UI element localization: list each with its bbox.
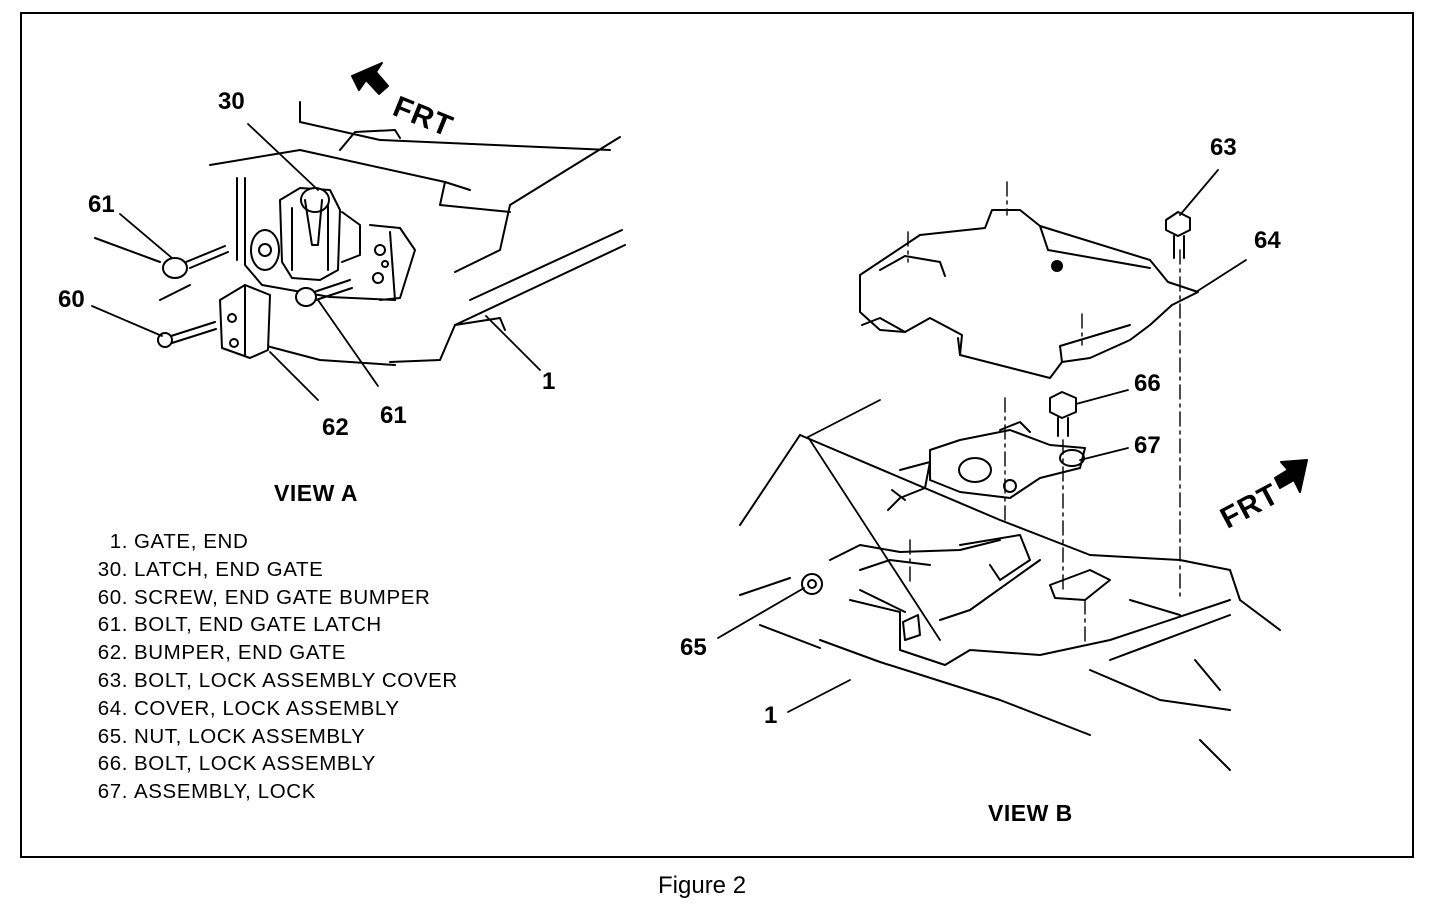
view-b-leader-lines [717, 169, 1247, 713]
screw-end-gate-bumper [157, 321, 217, 348]
bolt-lock-assembly [1049, 391, 1077, 437]
end-gate-lower-outline [739, 434, 1281, 771]
legend-number: 67. [97, 780, 128, 804]
callout-62: 62 [322, 414, 349, 441]
callout-30: 30 [218, 88, 245, 115]
legend-number: 66. [97, 752, 128, 776]
bolt-end-gate-latch-left [162, 245, 229, 279]
latch-end-gate [250, 187, 416, 301]
callout-61-bottom: 61 [380, 402, 407, 429]
callout-66: 66 [1134, 370, 1161, 397]
frt-arrow-icon-b [1274, 459, 1308, 493]
legend-item: 30.LATCH, END GATE [84, 556, 458, 584]
view-b-drawing [717, 169, 1308, 771]
legend-item: 62.BUMPER, END GATE [84, 639, 458, 667]
legend-item: 63.BOLT, LOCK ASSEMBLY COVER [84, 667, 458, 695]
legend-text: SCREW, END GATE BUMPER [134, 585, 431, 609]
callout-1-view-a: 1 [542, 368, 556, 395]
legend-item: 60.SCREW, END GATE BUMPER [84, 584, 458, 612]
legend-number: 61. [97, 613, 128, 637]
legend-text: BOLT, END GATE LATCH [134, 613, 382, 637]
callout-63: 63 [1210, 134, 1237, 161]
legend-text: NUT, LOCK ASSEMBLY [134, 724, 366, 748]
legend-number: 1. [109, 530, 128, 553]
cover-lock-assembly [859, 209, 1199, 379]
callout-65: 65 [680, 634, 707, 661]
callout-67: 67 [1134, 432, 1161, 459]
legend-item: 65.NUT, LOCK ASSEMBLY [84, 723, 458, 751]
end-gate-outline [94, 101, 626, 366]
legend-text: GATE, END [134, 530, 249, 553]
legend-item: 67.ASSEMBLY, LOCK [84, 778, 458, 806]
bolt-end-gate-latch-bottom [295, 279, 353, 307]
callout-60: 60 [58, 286, 85, 313]
parts-legend: 1. GATE, END 30.LATCH, END GATE 60.SCREW,… [84, 528, 458, 806]
callout-61-left: 61 [88, 191, 115, 218]
legend-number: 30. [97, 557, 128, 581]
legend-text: LATCH, END GATE [134, 557, 324, 581]
view-b-title: VIEW B [988, 800, 1073, 826]
legend-number: 63. [97, 668, 128, 692]
bumper-end-gate [219, 284, 271, 359]
legend-text: BOLT, LOCK ASSEMBLY [134, 752, 376, 776]
lock-assembly [887, 421, 1086, 511]
nut-lock-assembly [801, 573, 823, 595]
view-a-drawing [91, 62, 626, 401]
legend-number: 64. [97, 696, 128, 720]
legend-number: 65. [97, 724, 128, 748]
diagram-frame [20, 12, 1414, 858]
view-a-leader-lines [91, 123, 541, 401]
legend-text: BOLT, LOCK ASSEMBLY COVER [134, 668, 458, 692]
alignment-lines [907, 181, 1181, 646]
callout-64: 64 [1254, 227, 1281, 254]
figure-caption: Figure 2 [658, 872, 747, 899]
bolt-lock-assembly-cover [1165, 211, 1191, 259]
legend-item: 1. GATE, END [84, 528, 458, 556]
legend-number: 60. [97, 585, 128, 609]
legend-text: BUMPER, END GATE [134, 641, 346, 665]
view-a-title: VIEW A [274, 480, 358, 506]
legend-number: 62. [97, 641, 128, 665]
callout-1-view-b: 1 [764, 702, 778, 729]
legend-item: 66.BOLT, LOCK ASSEMBLY [84, 750, 458, 778]
frt-arrow-icon [351, 62, 389, 95]
legend-item: 61.BOLT, END GATE LATCH [84, 611, 458, 639]
legend-text: COVER, LOCK ASSEMBLY [134, 696, 400, 720]
legend-text: ASSEMBLY, LOCK [134, 780, 316, 804]
legend-item: 64.COVER, LOCK ASSEMBLY [84, 695, 458, 723]
